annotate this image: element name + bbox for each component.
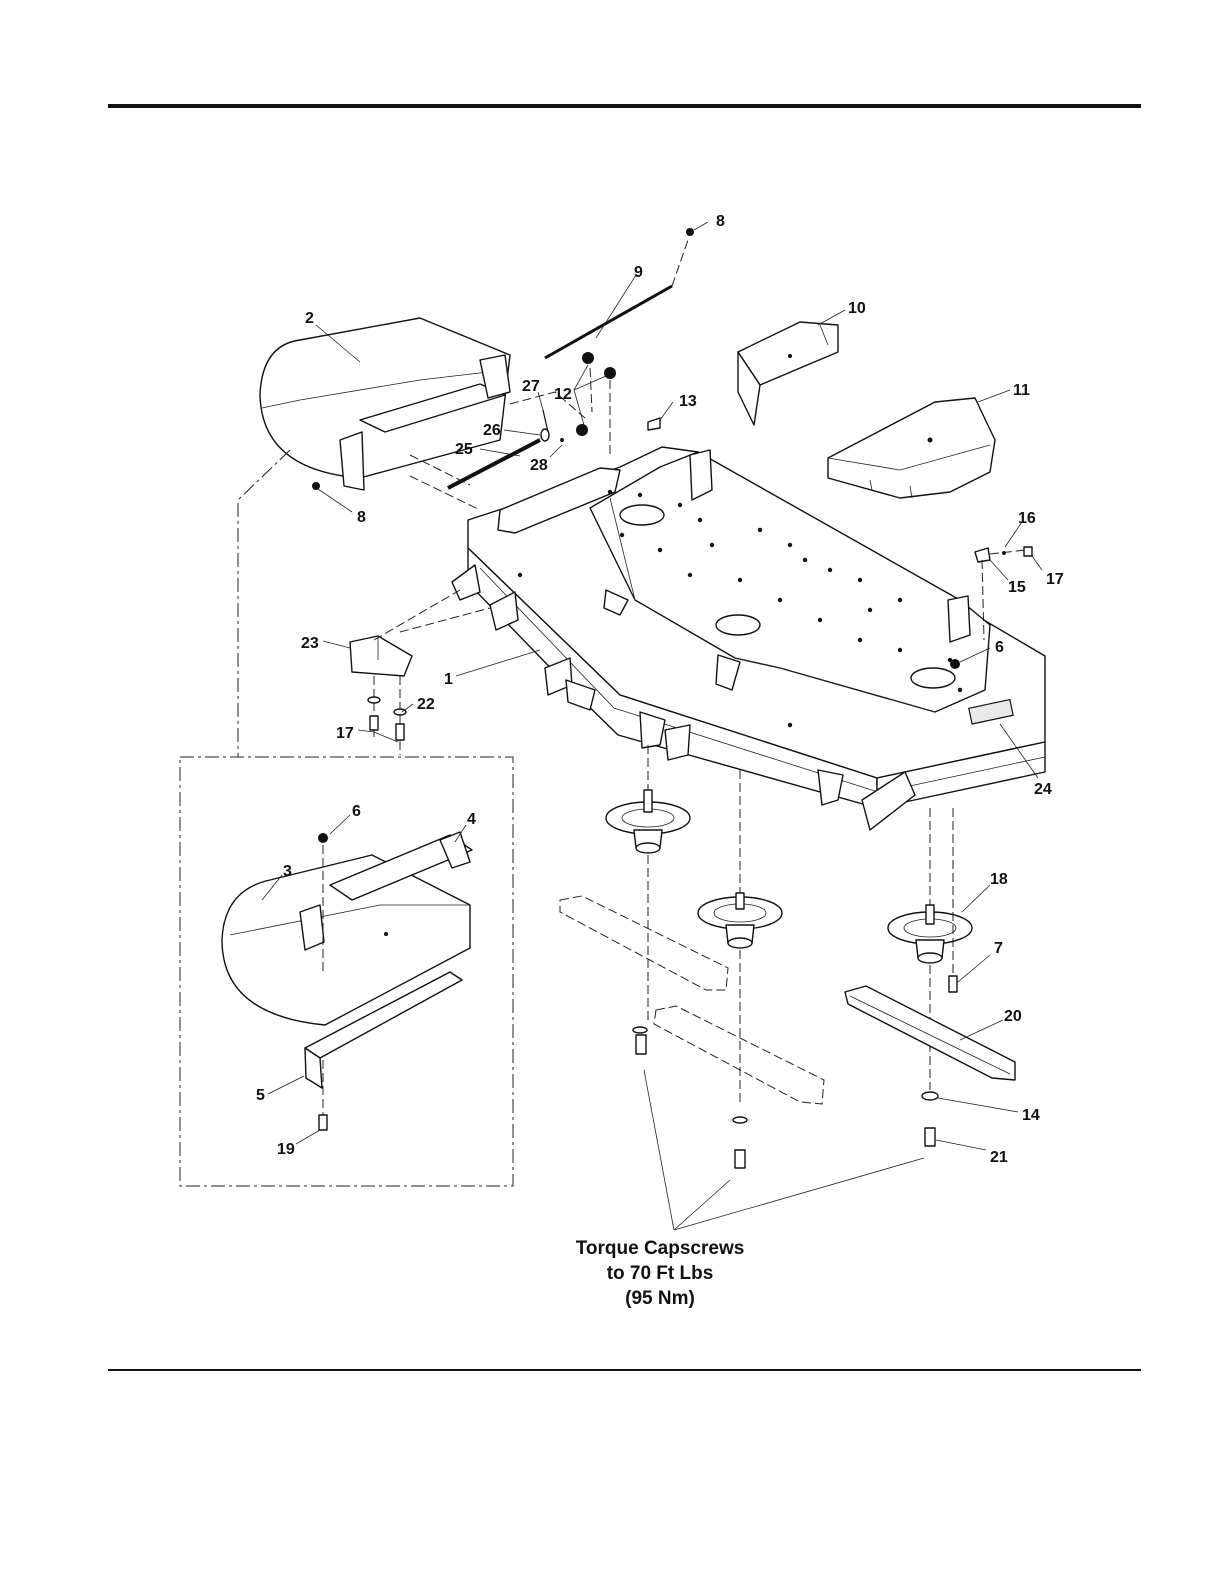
nut-28: [560, 438, 564, 442]
callout-13: 13: [679, 393, 697, 410]
callout-27: 27: [522, 378, 540, 395]
nut-8b: [312, 482, 320, 490]
callout-11: 11: [1013, 382, 1030, 399]
bolt-13: [648, 418, 660, 430]
washer-22: [394, 709, 406, 715]
callout-7: 7: [994, 940, 1003, 957]
washer-14c: [922, 1092, 938, 1100]
callout-6b: 6: [995, 639, 1004, 656]
bolt-17b: [396, 724, 404, 740]
callout-18: 18: [990, 871, 1008, 888]
nut-12a: [582, 352, 594, 364]
bracket-23: [350, 636, 412, 676]
callout-28: 28: [530, 457, 548, 474]
callout-25: 25: [455, 441, 473, 458]
capscrew-21b: [735, 1150, 745, 1168]
chute-deflector-3: [222, 832, 472, 1025]
blade-center-phantom: [654, 1006, 824, 1104]
callout-16: 16: [1018, 510, 1036, 527]
rod-9: [545, 286, 672, 358]
callout-4: 4: [467, 811, 476, 828]
torque-note-line2: to 70 Ft Lbs: [607, 1263, 714, 1284]
nut-6b: [318, 833, 328, 843]
callout-26: 26: [483, 422, 501, 439]
callout-1: 1: [444, 671, 453, 688]
callout-20: 20: [1004, 1008, 1022, 1025]
callout-8b: 8: [357, 509, 366, 526]
callout-22: 22: [417, 696, 435, 713]
spindle-assembly-left: [606, 790, 690, 853]
callout-17a: 17: [1046, 571, 1064, 588]
spindle-assembly-right: [888, 905, 972, 963]
cover-11: [828, 398, 995, 498]
callout-23: 23: [301, 635, 319, 652]
callout-24: 24: [1034, 781, 1052, 798]
callout-10: 10: [848, 300, 866, 317]
capscrew-21a: [636, 1035, 646, 1054]
callout-8a: 8: [716, 213, 725, 230]
torque-note-line1: Torque Capscrews: [576, 1238, 745, 1259]
callout-6a: 6: [352, 803, 361, 820]
mower-deck-shell: [452, 447, 1045, 830]
callout-14: 14: [1022, 1107, 1040, 1124]
nut-8a: [686, 228, 694, 236]
callout-3: 3: [283, 863, 292, 880]
callout-21: 21: [990, 1149, 1008, 1166]
header-rule: [108, 104, 1141, 108]
callout-17b: 17: [336, 725, 354, 742]
torque-note-line3: (95 Nm): [625, 1288, 695, 1309]
callout-15: 15: [1008, 579, 1026, 596]
washer-22b: [368, 697, 380, 703]
capscrew-21c: [925, 1128, 935, 1146]
callout-2: 2: [305, 310, 314, 327]
callout-5: 5: [256, 1087, 265, 1104]
nut-12c: [576, 424, 588, 436]
bolt-19: [319, 1115, 327, 1130]
footer-rule: [108, 1369, 1141, 1371]
chute-deflector-2: [260, 318, 510, 490]
washer-14b: [733, 1117, 747, 1123]
blade-20: [845, 986, 1015, 1080]
bolt-17a: [370, 716, 378, 730]
callout-19: 19: [277, 1141, 295, 1158]
bolt-7: [949, 976, 957, 992]
callout-12: 12: [554, 386, 572, 403]
callout-9: 9: [634, 264, 643, 281]
nut-12b: [604, 367, 616, 379]
spindle-assembly-center: [698, 893, 782, 948]
washer-14a: [633, 1027, 647, 1033]
nut-6a: [950, 659, 960, 669]
cover-10: [738, 322, 838, 425]
